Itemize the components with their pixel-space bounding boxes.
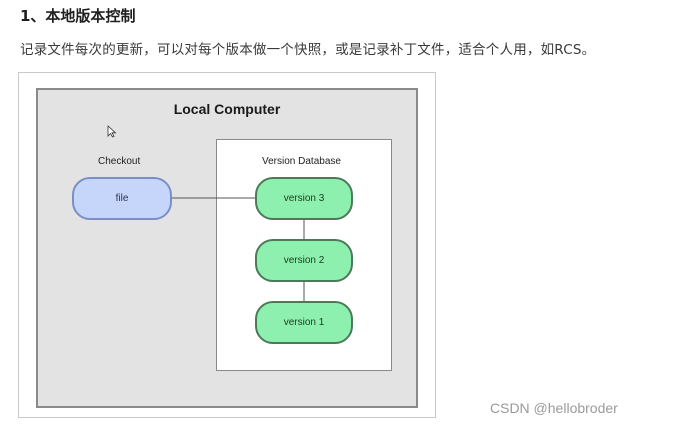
mouse-pointer-icon	[107, 125, 117, 138]
version-database-label: Version Database	[262, 156, 341, 167]
watermark: CSDN @hellobroder	[490, 400, 618, 416]
version-1-node: version 1	[255, 301, 353, 344]
version-3-node: version 3	[255, 177, 353, 220]
section-description: 记录文件每次的更新，可以对每个版本做一个快照，或是记录补丁文件，适合个人用，如R…	[20, 42, 596, 58]
local-computer-title: Local Computer	[173, 101, 281, 117]
checkout-label: Checkout	[98, 156, 141, 167]
section-heading: 1、本地版本控制	[20, 7, 136, 25]
version-2-node: version 2	[255, 239, 353, 282]
file-node: file	[72, 177, 172, 220]
